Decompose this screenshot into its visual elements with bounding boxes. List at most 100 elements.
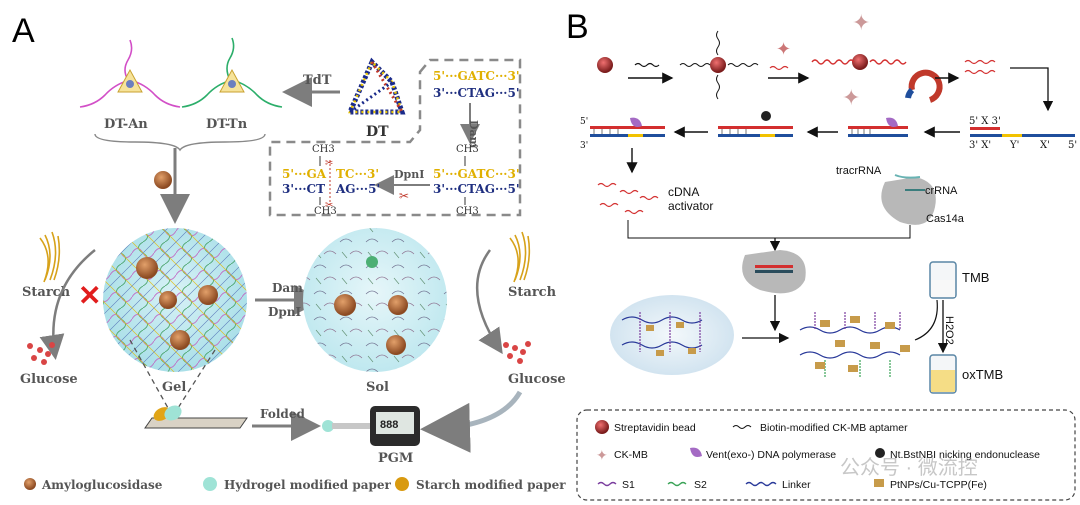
cas14a-protein: [881, 177, 936, 225]
seq-five: 5': [1068, 140, 1077, 151]
h2o2-label: H2O2: [943, 316, 955, 345]
vent-polymerase-icon: [630, 117, 642, 127]
vent-polymerase-icon: [886, 117, 898, 127]
gel-label: Gel: [162, 380, 186, 395]
legend-biotin: Biotin-modified CK-MB aptamer: [760, 422, 908, 434]
ckmb-bound-icon: ✦: [842, 85, 860, 110]
cas14a-label: Cas14a: [926, 213, 965, 225]
seq-bot-1: 3'···CTAG···5': [433, 86, 520, 100]
ch3-bot-right: CH3: [456, 206, 479, 217]
cut-bot-right: AG···5': [335, 182, 380, 196]
starch-right-label: Starch: [508, 285, 557, 300]
legend-s2-icon: [667, 481, 687, 487]
crrna-label: crRNA: [925, 185, 958, 197]
legend-nick-icon: [875, 448, 885, 458]
sol-label: Sol: [366, 380, 389, 395]
tdt-label: TdT: [303, 73, 332, 88]
cdna-label: cDNA: [668, 185, 699, 199]
legend-starch: Starch modified paper: [416, 478, 566, 492]
glucose-icon-left: [27, 342, 55, 365]
three-prime: 3': [580, 141, 588, 151]
tmb-label: TMB: [962, 270, 989, 285]
dam-label: Dam: [467, 120, 480, 149]
amylo-particle: [198, 285, 218, 305]
starch-left-label: Starch: [22, 285, 71, 300]
tracrrna-label: tracrRNA: [836, 165, 882, 177]
dna-fragment: [366, 256, 378, 268]
legend-linker: Linker: [782, 479, 811, 491]
seq-top-1: 5'···GATC···3': [433, 69, 520, 83]
hydrogel-cell: [610, 295, 734, 375]
legend-s2: S2: [694, 479, 707, 491]
ch3-top-left: CH3: [312, 144, 335, 155]
folded-label: Folded: [260, 407, 305, 421]
ch3-top-right: CH3: [456, 144, 479, 155]
amylo-particle: [334, 294, 356, 316]
oxtmb-vial: [929, 354, 957, 394]
legend-nick: Nt.BstNBI nicking endonuclease: [890, 449, 1040, 461]
amylo-particle: [388, 295, 408, 315]
dt-an-label: DT-An: [104, 117, 148, 132]
bead-complex: [852, 54, 868, 70]
amylo-particle: [170, 330, 190, 350]
pgm-label: PGM: [378, 451, 413, 466]
dt-tetrahedron: [346, 57, 406, 115]
x-mark-icon: ✕: [78, 280, 101, 311]
dpni-label: DpnI: [394, 168, 424, 181]
panel-a-letter: A: [12, 12, 35, 50]
seq-y: Y': [1009, 140, 1019, 151]
legend-amylo: Amyloglucosidase: [41, 478, 163, 492]
bead-aptamer-row: ✦ ✦ ✦: [597, 10, 1054, 112]
dt-an-molecule: [79, 39, 181, 108]
legend-s1-icon: [597, 481, 617, 487]
legend-ckmb: CK-MB: [614, 449, 648, 461]
starch-glucose-arrow-right: [475, 249, 503, 355]
legend-pt: PtNPs/Cu-TCPP(Fe): [890, 479, 987, 491]
panel-b: B ✦ ✦ ✦ 5' X 3: [566, 8, 1077, 501]
legend-vent-icon: [690, 447, 702, 457]
scissors-icon: ✂: [399, 189, 409, 203]
dam-label-2: Dam: [272, 281, 303, 295]
glucose-icon-right: [503, 341, 531, 364]
starch-icon-right: [509, 231, 531, 283]
legend-strep: Streptavidin bead: [614, 422, 696, 434]
seq-bot-2: 3'···CTAG···5': [433, 182, 520, 196]
magnet-icon: [905, 87, 915, 99]
legend-box-b: [576, 409, 1076, 501]
svg-text:888: 888: [380, 419, 398, 431]
seq-x2: X': [1040, 140, 1050, 151]
dt-tn-label: DT-Tn: [206, 117, 248, 132]
enzyme-box: [268, 58, 522, 217]
legend-s1: S1: [622, 479, 635, 491]
paper-strip: [144, 405, 248, 429]
seq-x-bot: 3' X': [969, 140, 991, 151]
cut-top-right: TC···3': [336, 167, 379, 181]
dt-tn-molecule: [181, 37, 283, 108]
panel-b-letter: B: [566, 8, 589, 46]
folded-paper-icon: [322, 420, 334, 432]
starch-glucose-arrow-left: [39, 249, 96, 360]
glucose-to-pgm-arrow: [420, 390, 523, 453]
glucose-left-label: Glucose: [20, 372, 78, 387]
nicking-enzyme-icon: [761, 111, 771, 121]
amylo-particle: [386, 335, 406, 355]
hydrogel-network: [621, 312, 703, 356]
glucose-right-label: Glucose: [508, 372, 566, 387]
starch-icon-left: [39, 231, 61, 283]
five-prime: 5': [580, 117, 588, 127]
pgm-device: 888: [370, 406, 420, 446]
ckmb-icon: ✦: [776, 39, 791, 59]
bead-with-aptamer: [710, 57, 726, 73]
cut-bot-left: 3'···CT: [282, 182, 325, 196]
scissors-icon: ✂: [325, 158, 333, 169]
ckmb-bound-icon: ✦: [852, 10, 870, 35]
seq-top-2: 5'···GATC···3': [433, 167, 520, 181]
dpni-label-2: DpnI: [268, 305, 302, 319]
dt-label: DT: [366, 124, 389, 140]
cdna-activator: [597, 182, 659, 215]
legend-pt-icon: [874, 479, 884, 487]
activator-label: activator: [668, 199, 713, 213]
legend-linker-icon: [745, 481, 777, 487]
tmb-vial: [929, 261, 957, 299]
